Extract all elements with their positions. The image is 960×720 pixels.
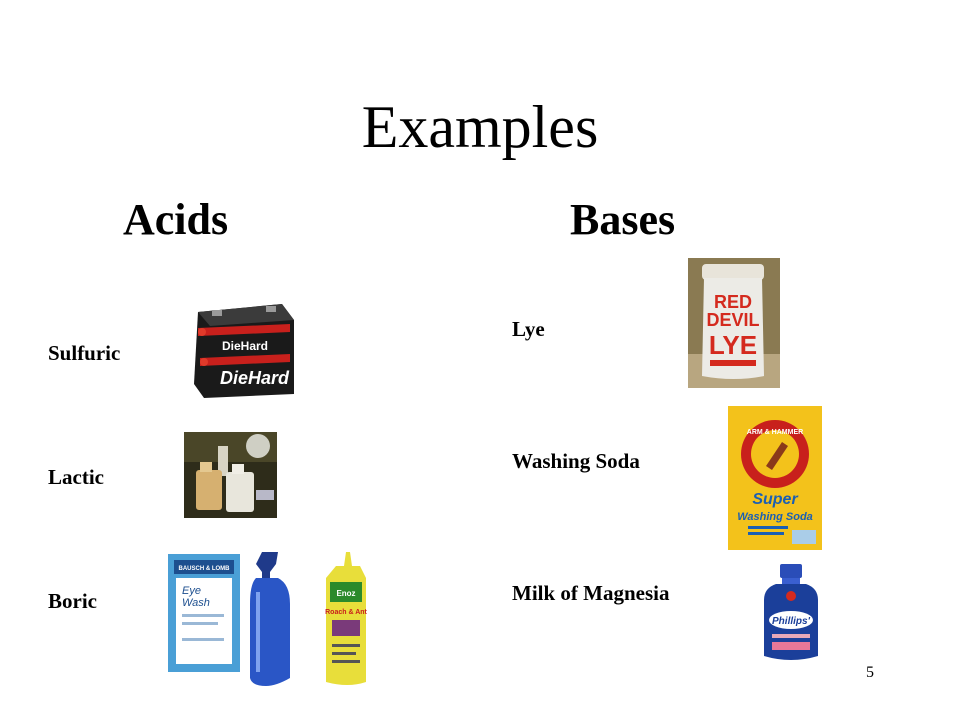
- svg-text:Phillips': Phillips': [772, 616, 811, 627]
- svg-text:Super: Super: [752, 491, 798, 508]
- base-label-washing-soda: Washing Soda: [512, 449, 640, 473]
- washing-soda-box-icon: ARM & HAMMER Super Washing Soda: [728, 406, 822, 550]
- svg-text:RED: RED: [714, 292, 752, 312]
- svg-text:ARM & HAMMER: ARM & HAMMER: [747, 429, 803, 436]
- svg-text:BAUSCH & LOMB: BAUSCH & LOMB: [179, 566, 231, 572]
- red-devil-lye-can-icon: RED DEVIL LYE: [688, 258, 780, 388]
- svg-text:DieHard: DieHard: [220, 368, 290, 388]
- eyewash-and-roach-powder-photo: BAUSCH & LOMB Eye Wash Enoz Roach & Ant: [166, 548, 370, 688]
- base-label-lye: Lye: [512, 317, 545, 341]
- milk-jugs-photo: [184, 432, 277, 518]
- base-label-milk-of-magnesia: Milk of Magnesia: [512, 581, 670, 605]
- acid-label-boric: Boric: [48, 589, 97, 613]
- svg-text:Washing Soda: Washing Soda: [737, 511, 813, 523]
- svg-text:Wash: Wash: [182, 597, 210, 609]
- car-battery-icon: DieHard DieHard: [190, 298, 300, 402]
- svg-text:DEVIL: DEVIL: [706, 310, 759, 330]
- svg-text:Roach & Ant: Roach & Ant: [325, 609, 367, 616]
- svg-text:DieHard: DieHard: [222, 339, 268, 353]
- slide-title: Examples: [361, 94, 599, 160]
- acids-heading: Acids: [123, 195, 229, 244]
- svg-text:Enoz: Enoz: [336, 589, 355, 598]
- phillips-bottle-icon: Phillips': [762, 564, 820, 664]
- svg-text:LYE: LYE: [709, 330, 757, 360]
- bases-heading: Bases: [570, 195, 676, 244]
- acid-label-sulfuric: Sulfuric: [48, 341, 121, 365]
- acid-label-lactic: Lactic: [48, 465, 104, 489]
- page-number: 5: [866, 664, 874, 681]
- svg-text:Eye: Eye: [182, 585, 201, 597]
